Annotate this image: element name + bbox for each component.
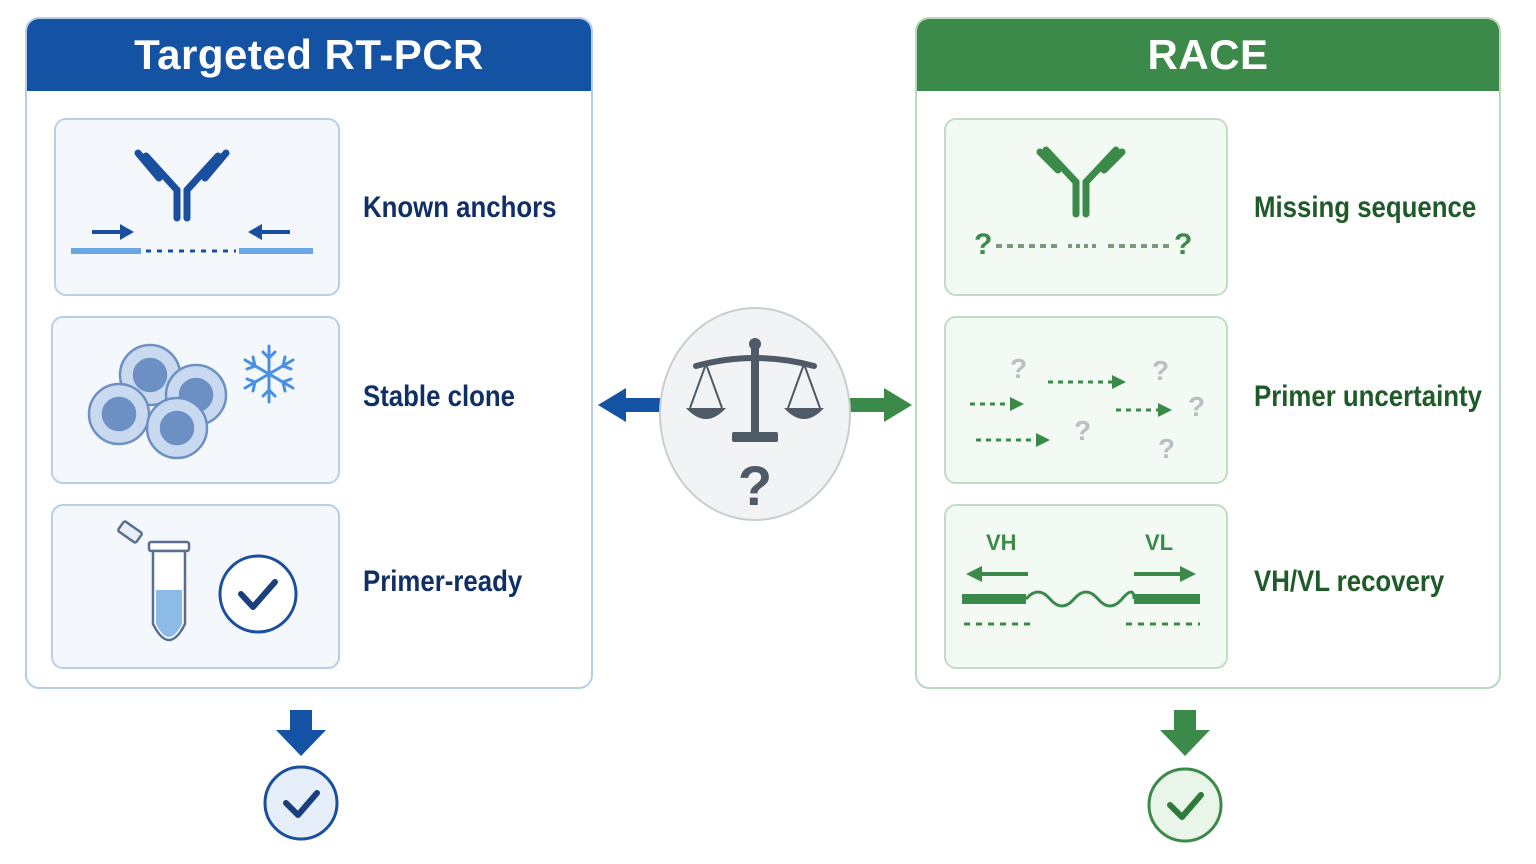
known-anchors-label: Known anchors: [363, 191, 557, 224]
race-panel: RACE ? ? Missing sequence: [915, 17, 1501, 689]
antibody-primer-icon: [71, 149, 313, 254]
primer-uncertainty-label: Primer uncertainty: [1254, 380, 1482, 413]
svg-text:?: ?: [1010, 353, 1027, 384]
antibody-question-icon: ? ?: [974, 146, 1192, 261]
targeted-outcome: [263, 710, 339, 841]
missing-sequence-card: ? ?: [944, 118, 1228, 296]
scattered-arrows-icon: ? ? ? ? ?: [970, 353, 1205, 464]
stable-clone-card: [51, 316, 340, 484]
missing-sequence-label: Missing sequence: [1254, 191, 1477, 224]
panel-title-targeted-rt-pcr: Targeted RT-PCR: [27, 19, 591, 91]
primer-uncertainty-card: ? ? ? ? ?: [944, 316, 1228, 484]
svg-text:?: ?: [1174, 228, 1192, 261]
cells-snowflake-icon: [87, 343, 295, 460]
stable-clone-label: Stable clone: [363, 380, 515, 413]
vh-label: VH: [986, 530, 1017, 555]
down-arrow-icon: [276, 710, 326, 756]
vh-vl-recovery-card: VH VL: [944, 504, 1228, 669]
panel-title-race: RACE: [917, 19, 1499, 91]
primer-ready-card: [51, 504, 340, 669]
svg-text:?: ?: [974, 228, 992, 261]
svg-text:?: ?: [1188, 391, 1205, 422]
tube-check-icon: [117, 520, 298, 642]
known-anchors-card: [54, 118, 340, 296]
primer-ready-label: Primer-ready: [363, 565, 523, 598]
vl-label: VL: [1145, 530, 1174, 555]
svg-text:?: ?: [1074, 415, 1091, 446]
check-circle-icon: [1147, 767, 1223, 843]
race-outcome: [1147, 710, 1223, 843]
vh-vl-recovery-label: VH/VL recovery: [1254, 565, 1445, 598]
svg-text:?: ?: [738, 454, 772, 517]
svg-text:?: ?: [1158, 433, 1175, 464]
vh-vl-arrows-icon: [962, 566, 1200, 626]
targeted-rt-pcr-panel: Targeted RT-PCR Known anchors: [25, 17, 593, 689]
balance-scale-question-icon: ?: [598, 307, 912, 521]
check-circle-icon: [263, 765, 339, 841]
svg-text:?: ?: [1152, 355, 1169, 386]
down-arrow-icon: [1160, 710, 1210, 756]
